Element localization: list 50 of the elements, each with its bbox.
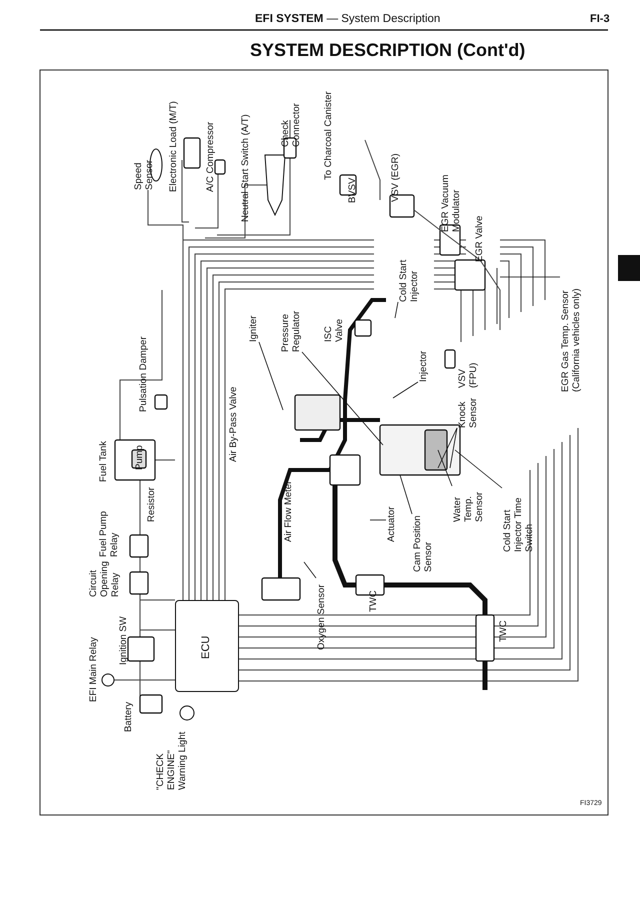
part-label: Ignition SW (118, 615, 129, 665)
part-label: Air By-Pass Valve (228, 386, 239, 462)
part-label: Pulsation Damper (138, 335, 149, 412)
leader-line (450, 428, 458, 468)
part-label: "CHECK ENGINE" Warning Light (155, 730, 188, 790)
part-label: A/C Compressor (205, 120, 216, 192)
leader-line (304, 562, 316, 578)
part-label: BVSV (347, 176, 358, 203)
part-label: To Charcoal Canister (323, 90, 334, 180)
part-label: Check Connector (280, 102, 302, 147)
part-label: Igniter (248, 310, 259, 342)
part-label: Electronic Load (M/T) (168, 100, 179, 192)
part-label: EGR Vacuum Modulator (440, 174, 462, 232)
leader-line (258, 342, 284, 410)
leader-line (302, 352, 384, 446)
page-title: SYSTEM DESCRIPTION (Cont'd) (250, 40, 526, 61)
part-label: Water Temp. Sensor (452, 486, 485, 522)
leader-line (438, 450, 452, 486)
part-label: VSV (FPU) (457, 362, 479, 388)
part-label: TWC (498, 619, 509, 642)
part-label: Knock Sensor (457, 392, 479, 428)
leader-line (392, 382, 418, 398)
part-label: EFI Main Relay (88, 637, 99, 702)
part-label: EGR Valve (474, 214, 485, 262)
leader-line (400, 474, 412, 514)
part-label: Circuit Opening Relay (88, 560, 121, 597)
part-label: Neutral Start Switch (A/T) (240, 113, 251, 222)
part-label: Injector (418, 342, 429, 382)
part-label: ISC Valve (323, 318, 345, 342)
part-label: EGR Gas Temp. Sensor (California vehicles only) (560, 262, 582, 392)
part-label: Oxygen Sensor (316, 578, 327, 650)
part-label: VSV (EGR) (390, 152, 401, 202)
part-label: Pressure Regulator (280, 307, 302, 352)
part-label: Actuator (386, 504, 397, 542)
control-unit-box (175, 600, 239, 692)
part-label: Fuel Tank (98, 440, 109, 482)
leader-line (394, 302, 398, 318)
box-label: ECU (201, 634, 212, 659)
part-label: Cold Start Injector Time Switch (502, 488, 535, 552)
part-label: Cold Start Injector (398, 247, 420, 302)
leader-line (438, 428, 458, 468)
page-number: FI-3 (590, 13, 610, 25)
part-label: Speed Sensor (133, 158, 155, 190)
part-label: Fuel Pump Relay (98, 510, 120, 557)
part-label: Resistor (146, 486, 157, 522)
page-header: EFI SYSTEM — System Description (255, 13, 440, 25)
leader-line (454, 450, 502, 488)
leader-line (500, 276, 560, 278)
part-label: Cam Position Sensor (412, 514, 434, 572)
part-label: Battery (123, 700, 134, 732)
